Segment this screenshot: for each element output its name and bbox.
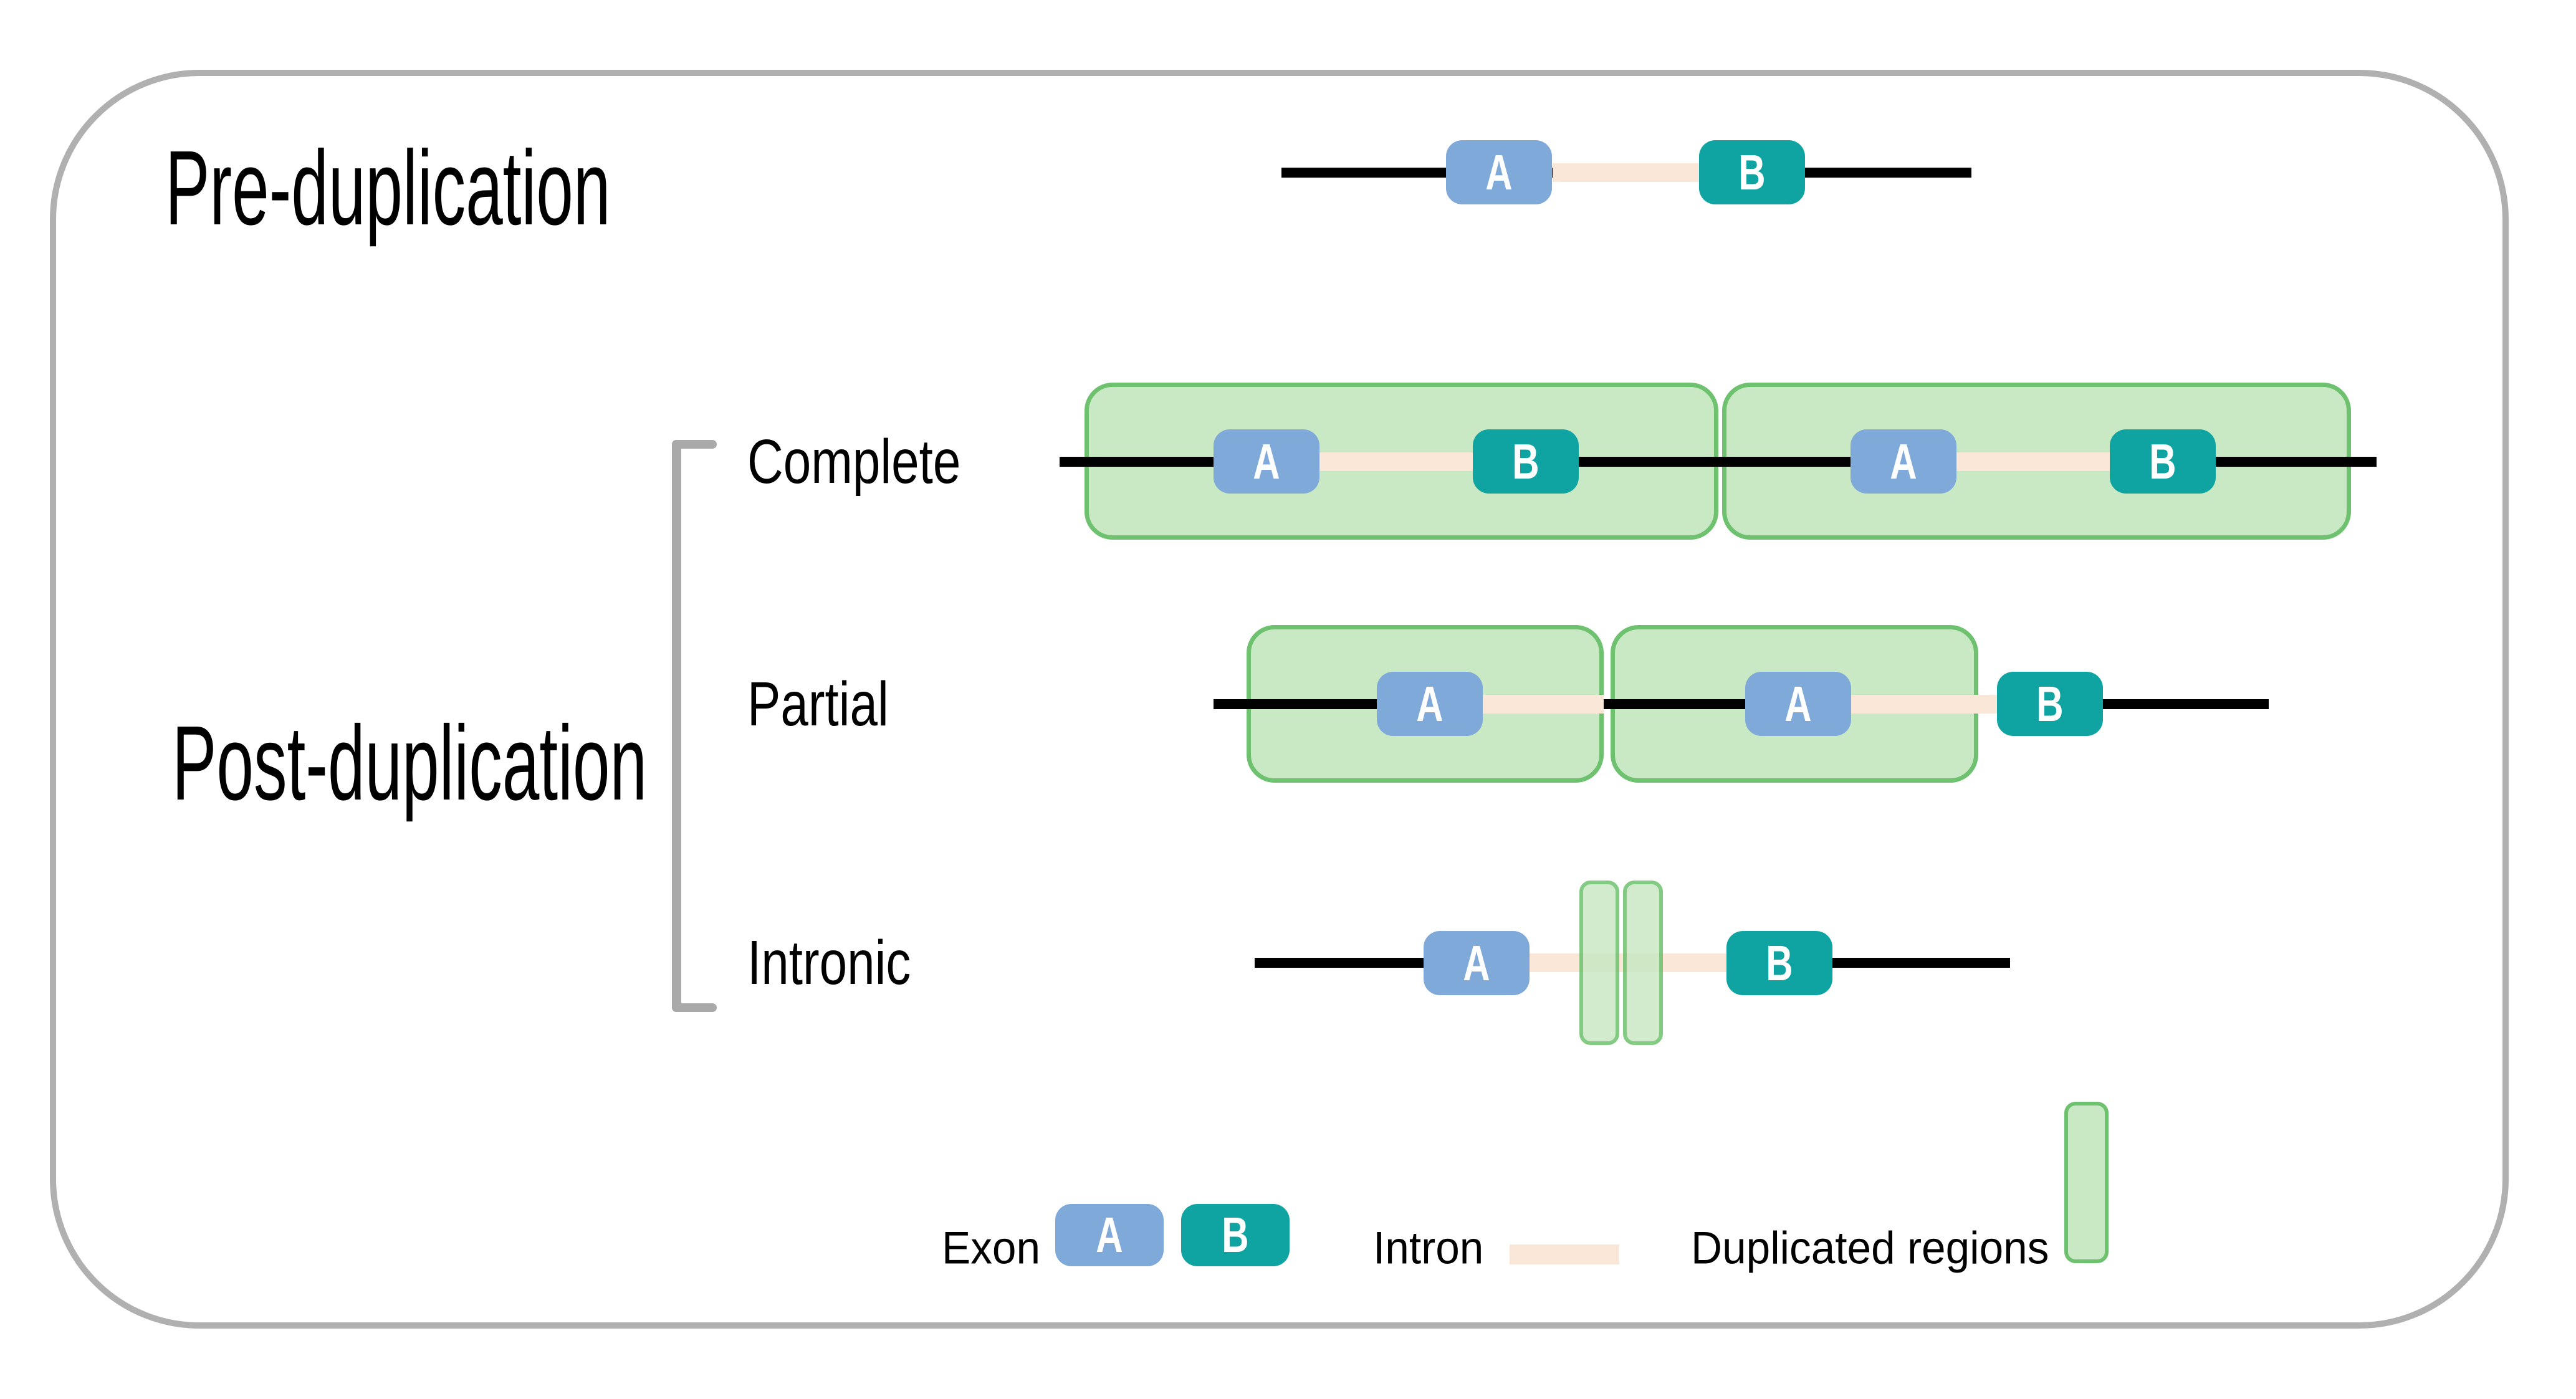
legend-intron-swatch [1510, 1244, 1619, 1264]
exon-b-label: B [1766, 935, 1793, 991]
exon-b-label: B [1738, 144, 1766, 200]
intron-segment [1319, 452, 1473, 471]
bracket-bottom-arm [672, 1003, 717, 1012]
duplicated-region-bar [1623, 881, 1663, 1045]
exon-a-label: A [1890, 433, 1917, 489]
exon-a-box: A [1377, 672, 1483, 736]
exon-a-label: A [1096, 1207, 1123, 1263]
exon-a-box: A [1424, 931, 1530, 995]
legend-exon-b-swatch: B [1181, 1204, 1290, 1266]
exon-a-label: A [1253, 433, 1280, 489]
intron-segment [1553, 163, 1700, 182]
intron-segment [1483, 695, 1604, 714]
exon-b-box: B [2110, 429, 2216, 494]
bracket-top-arm [672, 440, 717, 449]
pre-duplication-title: Pre-duplication [165, 129, 611, 247]
exon-b-label: B [1222, 1207, 1249, 1263]
gene-line [1214, 699, 2269, 709]
legend-exon-label: Exon [942, 1223, 1041, 1274]
exon-b-box: B [1997, 672, 2103, 736]
exon-a-label: A [1784, 676, 1812, 732]
intron-segment [1851, 695, 1997, 714]
exon-b-label: B [2149, 433, 2176, 489]
bracket-bar [672, 440, 681, 1012]
exon-b-box: B [1726, 931, 1832, 995]
legend-exon-a-swatch: A [1055, 1204, 1164, 1266]
exon-b-label: B [1512, 433, 1539, 489]
exon-a-box: A [1851, 429, 1956, 494]
duplicated-region-bar [1579, 881, 1619, 1045]
exon-b-label: B [2036, 676, 2064, 732]
exon-a-label: A [1485, 144, 1513, 200]
intron-segment [1956, 452, 2110, 471]
exon-a-box: A [1214, 429, 1319, 494]
row-label-partial: Partial [747, 669, 889, 739]
post-duplication-title: Post-duplication [172, 704, 648, 823]
exon-b-box: B [1473, 429, 1579, 494]
exon-a-label: A [1416, 676, 1444, 732]
legend-duplicated-swatch [2064, 1102, 2109, 1263]
legend-duplicated-label: Duplicated regions [1691, 1223, 2049, 1274]
legend-intron-label: Intron [1373, 1223, 1484, 1274]
exon-a-label: A [1463, 935, 1490, 991]
exon-a-box: A [1446, 140, 1552, 204]
row-label-intronic: Intronic [747, 928, 911, 998]
row-label-complete: Complete [747, 427, 961, 497]
exon-a-box: A [1745, 672, 1851, 736]
exon-b-box: B [1699, 140, 1805, 204]
